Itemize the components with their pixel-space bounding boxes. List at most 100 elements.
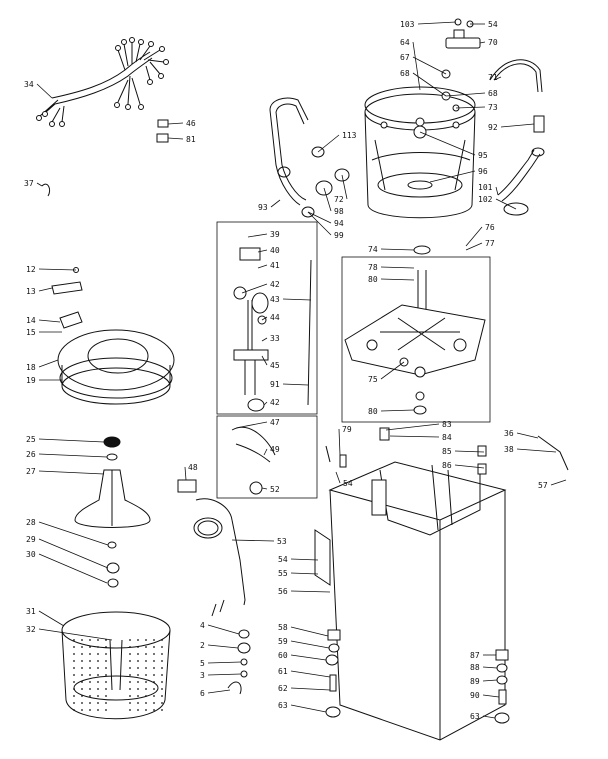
- callout: 89: [470, 677, 498, 686]
- callout: 42: [241, 280, 280, 294]
- perforation-dot: [81, 674, 83, 676]
- callout: 15: [26, 328, 62, 337]
- perforation-dot: [145, 695, 147, 697]
- perforation-dot: [161, 688, 163, 690]
- callout: 94: [307, 211, 344, 228]
- callout: 76: [465, 223, 495, 247]
- leader-line: [247, 233, 268, 238]
- callout-label: 32: [26, 625, 36, 634]
- leader-line: [38, 453, 108, 458]
- callout-label: 67: [400, 53, 410, 62]
- perforation-dot: [129, 688, 131, 690]
- callout: 2: [200, 641, 239, 650]
- callout: 67: [400, 53, 447, 75]
- leader-line: [207, 644, 239, 649]
- perforation-dot: [161, 667, 163, 669]
- callout: 101: [478, 183, 499, 196]
- callout-label: 15: [26, 328, 36, 337]
- callout-label: 81: [186, 135, 196, 144]
- callout-label: 90: [470, 691, 480, 700]
- callout: 68: [445, 89, 498, 98]
- perforation-dot: [81, 688, 83, 690]
- perforation-dot: [89, 709, 91, 711]
- callout: 88: [470, 663, 498, 672]
- callout: 46: [167, 119, 196, 128]
- callout-label: 25: [26, 435, 36, 444]
- leader-line: [231, 539, 275, 542]
- callout-label: 54: [488, 20, 498, 29]
- perforation-dot: [89, 660, 91, 662]
- wire-harness: [36, 37, 169, 127]
- leader-line: [482, 694, 500, 698]
- perforation-dot: [145, 653, 147, 655]
- callout: 59: [278, 637, 330, 649]
- perforation-dot: [73, 688, 75, 690]
- callout: 12: [26, 265, 77, 274]
- base-assembly-box: [341, 256, 491, 423]
- leader-line: [465, 242, 483, 251]
- leader-line: [495, 186, 499, 196]
- perforation-dot: [161, 695, 163, 697]
- base-plate: [344, 245, 486, 415]
- callout-label: 86: [442, 461, 452, 470]
- callout-label: 56: [278, 587, 288, 596]
- perforation-dot: [105, 688, 107, 690]
- callout-label: 93: [258, 203, 268, 212]
- perforation-dot: [89, 688, 91, 690]
- perforation-dot: [81, 702, 83, 704]
- callout: 62: [278, 684, 331, 693]
- leader-line: [261, 337, 268, 342]
- callout-label: 103: [400, 20, 415, 29]
- callout: 86: [442, 461, 485, 470]
- leader-line: [493, 76, 502, 81]
- perforation-dot: [89, 667, 91, 669]
- leader-line: [38, 359, 59, 368]
- callout-label: 54: [343, 479, 353, 488]
- hinge-bracket: [51, 281, 83, 295]
- perforation-dot: [145, 667, 147, 669]
- perforation-dot: [129, 653, 131, 655]
- callout-label: 19: [26, 376, 36, 385]
- perforation-dot: [97, 674, 99, 676]
- callout: 43: [270, 295, 312, 304]
- callout-label: 58: [278, 623, 288, 632]
- callout-label: 57: [538, 481, 548, 490]
- perforation-dot: [89, 639, 91, 641]
- perforation-dot: [105, 660, 107, 662]
- perforation-dot: [145, 646, 147, 648]
- perforation-dot: [105, 681, 107, 683]
- leader-line: [257, 249, 268, 253]
- perforation-dot: [81, 681, 83, 683]
- rod: [325, 445, 331, 463]
- perforation-dot: [153, 695, 155, 697]
- callout-label: 3: [200, 671, 205, 680]
- callout-label: 84: [442, 433, 452, 442]
- leader-line: [445, 92, 486, 97]
- leader-line: [290, 558, 319, 561]
- callout: 31: [26, 607, 65, 627]
- perforation-dot: [137, 702, 139, 704]
- leader-line: [263, 401, 268, 406]
- perforation-dot: [137, 688, 139, 690]
- callout: 113: [317, 131, 357, 153]
- cabinet: [314, 461, 507, 741]
- callout-label: 60: [278, 651, 288, 660]
- leader-line: [38, 268, 77, 271]
- callout-label: 49: [270, 445, 280, 454]
- perforation-dot: [97, 646, 99, 648]
- callout: 84: [389, 433, 452, 442]
- callout: 54: [470, 20, 498, 29]
- rear-leveling-leg: [494, 649, 510, 724]
- clip: [339, 454, 347, 468]
- leader-line: [270, 199, 281, 208]
- callout: 102: [478, 195, 517, 210]
- callout: 92: [488, 123, 535, 132]
- perforation-dot: [105, 674, 107, 676]
- callout-label: 45: [270, 361, 280, 370]
- callout-label: 28: [26, 518, 36, 527]
- leader-line: [282, 383, 309, 386]
- callout-label: 83: [442, 420, 452, 429]
- leader-line: [307, 211, 332, 224]
- callout-label: 64: [400, 38, 410, 47]
